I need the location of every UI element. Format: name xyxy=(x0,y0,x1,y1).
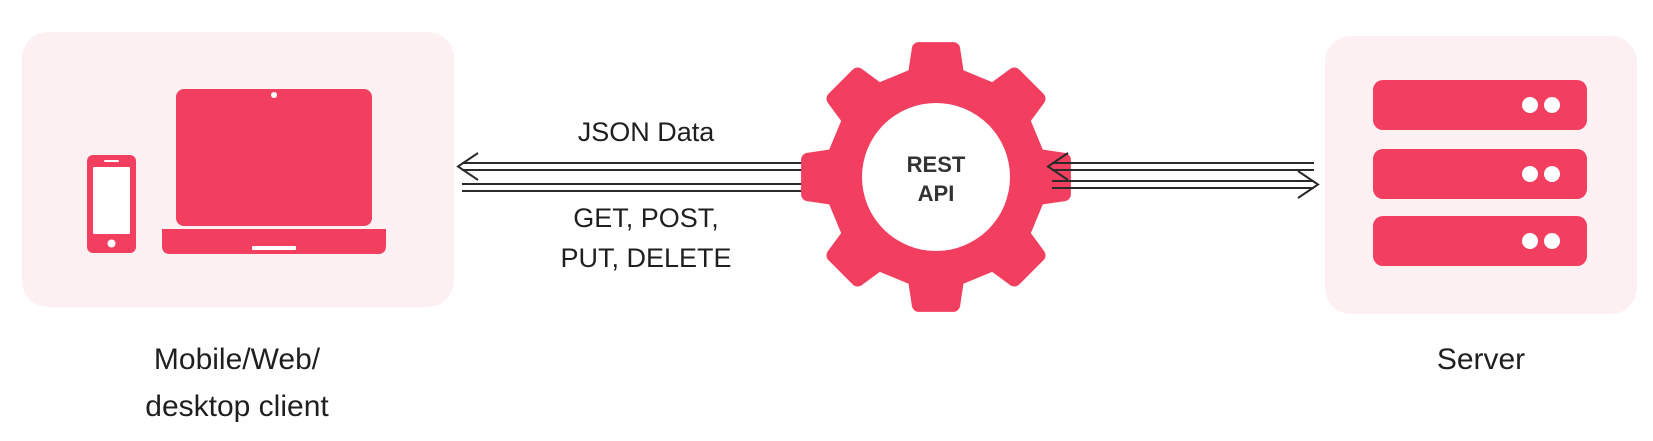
client-api-arrows xyxy=(456,152,836,202)
server-caption: Server xyxy=(1437,343,1525,376)
json-data-label: JSON Data xyxy=(578,117,716,147)
server-unit xyxy=(1373,149,1587,199)
server-rack-icon xyxy=(1373,80,1587,266)
client-caption-line1: Mobile/Web/ xyxy=(154,343,321,376)
arrowhead-left xyxy=(456,152,479,181)
arrowhead-right-server xyxy=(1297,170,1320,199)
api-label-line2: API xyxy=(918,181,955,206)
http-methods-line2: PUT, DELETE xyxy=(560,243,731,273)
server-unit xyxy=(1373,216,1587,266)
api-server-arrows xyxy=(1046,152,1320,199)
client-caption-line2: desktop client xyxy=(145,390,329,423)
gear-icon xyxy=(801,42,1071,312)
arrowhead-left-api xyxy=(1046,152,1069,181)
server-unit xyxy=(1373,80,1587,130)
api-label-line1: REST xyxy=(907,152,966,177)
http-methods-line1: GET, POST, xyxy=(573,203,719,233)
laptop-icon xyxy=(162,89,386,254)
smartphone-icon xyxy=(87,155,136,253)
